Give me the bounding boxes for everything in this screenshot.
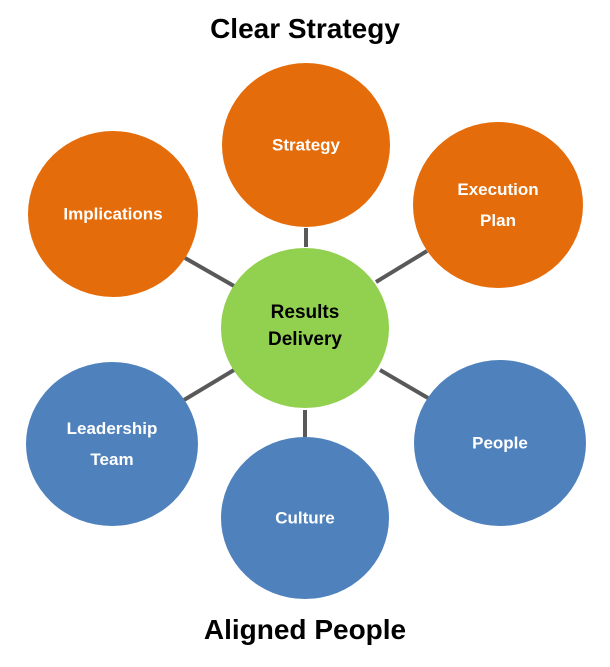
node-execution-plan-label-line-1: Execution: [457, 180, 538, 199]
node-strategy-label-line-1: Strategy: [272, 136, 341, 155]
top-heading: Clear Strategy: [210, 13, 400, 44]
center-node-label-line-2: Delivery: [268, 329, 342, 350]
node-strategy: Strategy: [222, 63, 390, 227]
node-execution-plan-circle: [413, 122, 583, 288]
node-strategy-circle: [222, 63, 390, 227]
node-people-circle: [414, 360, 586, 526]
node-leadership-team-label-line-1: Leadership: [67, 419, 158, 438]
node-culture: Culture: [221, 437, 389, 599]
node-implications-circle: [28, 131, 198, 297]
node-implications-label-line-1: Implications: [63, 205, 162, 224]
node-culture-label-line-1: Culture: [275, 509, 335, 528]
node-leadership-team-circle: [26, 362, 198, 526]
node-implications: Implications: [28, 131, 198, 297]
node-culture-circle: [221, 437, 389, 599]
center-node-circle: [221, 248, 389, 408]
connector-execution-plan: [374, 249, 429, 284]
connector-implications: [184, 256, 235, 288]
node-leadership-team-label-line-2: Team: [90, 450, 133, 469]
connector-leadership-team: [182, 368, 236, 402]
connector-people: [378, 368, 430, 400]
center-node-label-line-1: Results: [271, 302, 340, 323]
bottom-heading: Aligned People: [203, 614, 407, 645]
node-execution-plan-label-line-2: Plan: [480, 211, 516, 230]
node-people: People: [414, 360, 586, 526]
node-people-label-line-1: People: [472, 434, 528, 453]
